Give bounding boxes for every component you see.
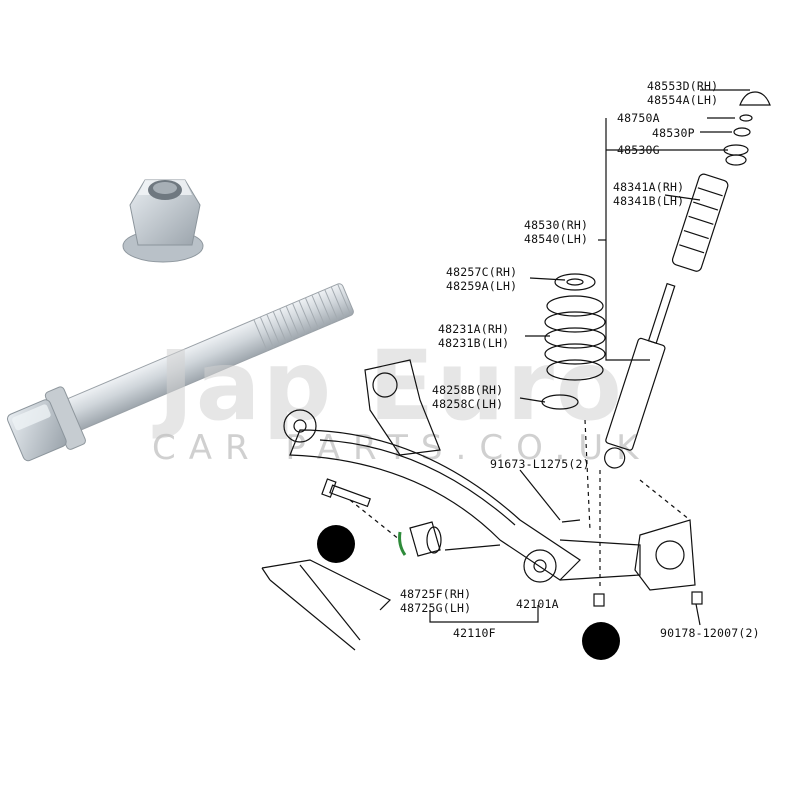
bracket-48530 <box>605 118 650 361</box>
marker-dot-right <box>582 622 620 660</box>
bracket-42110F <box>429 605 539 623</box>
part-label: 90178-12007(2) <box>660 626 760 640</box>
shock-absorber <box>604 282 676 469</box>
part-label: 48553D(RH) <box>647 79 719 93</box>
long-bolt <box>6 283 354 462</box>
part-label: 48554A(LH) <box>647 93 719 107</box>
part-label: 48530(RH) <box>524 218 589 232</box>
leader-48258B <box>519 397 546 403</box>
part-label: 48540(LH) <box>524 232 589 246</box>
nut-90178-b <box>691 591 703 605</box>
part-label: 48530P <box>652 126 695 140</box>
leader-91673 <box>519 469 561 521</box>
part-label: 48341B(LH) <box>613 194 685 208</box>
leader-48725 <box>444 544 501 551</box>
marker-dot-left <box>317 525 355 563</box>
part-label: 48530G <box>617 143 660 157</box>
washer <box>739 114 753 122</box>
bushing-48530P <box>733 127 751 137</box>
part-label: 48341A(RH) <box>613 180 685 194</box>
highlight-bushing-mark <box>398 531 407 556</box>
mounting-bolt-diagram <box>321 478 371 508</box>
bump-stop <box>739 91 771 106</box>
upper-spring-seat <box>554 273 596 291</box>
body-panel <box>261 559 392 651</box>
part-label: 48257C(RH) <box>446 265 518 279</box>
flange-nut <box>122 179 204 263</box>
part-label: 48259A(LH) <box>446 279 518 293</box>
torsion-beam <box>283 359 696 591</box>
coil-spring <box>544 295 606 381</box>
axle-bushing <box>409 521 442 557</box>
small-bolt <box>561 519 581 523</box>
leader-90178 <box>695 603 701 626</box>
dust-boot <box>671 173 729 272</box>
part-label: 42101A <box>516 597 559 611</box>
leader-48257C <box>529 277 566 281</box>
part-label: 48725F(RH) <box>400 587 472 601</box>
part-label: 48258B(RH) <box>432 383 504 397</box>
part-label: 91673-L1275(2) <box>490 457 590 471</box>
part-label: 48750A <box>617 111 660 125</box>
watermark-brand: Jap Euro <box>158 330 624 442</box>
part-label: 42110F <box>453 626 496 640</box>
leader-48341A <box>664 194 701 201</box>
part-label: 48231B(LH) <box>438 336 510 350</box>
part-label: 48231A(RH) <box>438 322 510 336</box>
lower-spring-seat <box>541 394 579 410</box>
nut-90178 <box>593 593 605 607</box>
cushion <box>725 154 747 166</box>
part-label: 48258C(LH) <box>432 397 504 411</box>
part-label: 48725G(LH) <box>400 601 472 615</box>
